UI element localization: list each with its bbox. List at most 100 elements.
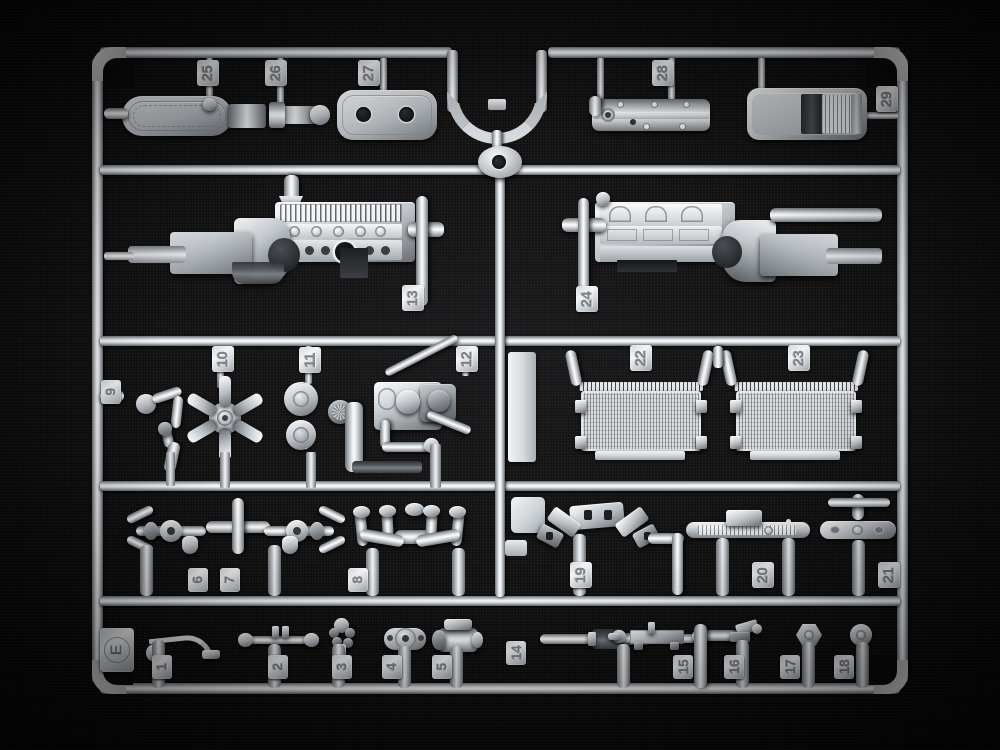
intake-manifold-part-28-inlet <box>589 96 601 116</box>
part-number-label-28: 28 <box>654 65 672 81</box>
part-number-label-16: 16 <box>725 659 742 675</box>
gate-9-foot <box>166 452 175 486</box>
sprue-y-branch-stem <box>713 346 723 368</box>
engine-right-flywheel <box>712 236 742 268</box>
gate-7-foot <box>268 545 281 596</box>
gate-8-foot-r <box>452 548 465 596</box>
part-number-label-5: 5 <box>433 663 450 671</box>
part-number-label-8: 8 <box>349 576 366 584</box>
sprue-letter-text: E <box>107 644 125 656</box>
part-number-tag-3: 3 <box>332 655 352 679</box>
part-number-tag-27: 27 <box>358 60 380 86</box>
part-number-label-14: 14 <box>507 645 524 661</box>
gate-12-foot <box>430 444 441 488</box>
part-number-tag-23: 23 <box>788 345 810 371</box>
linkage-part-19-post <box>672 533 683 595</box>
part-number-label-15: 15 <box>674 659 691 675</box>
gate-20-foot-l <box>716 538 729 596</box>
part-number-tag-16: 16 <box>724 655 744 679</box>
gate-20-foot-r <box>782 538 795 596</box>
sprue-outer-top-left <box>100 47 452 58</box>
valve-cover-part-27 <box>337 90 437 140</box>
part-number-label-24: 24 <box>578 291 596 307</box>
part-number-label-23: 23 <box>790 350 808 366</box>
part-number-label-11: 11 <box>301 352 319 368</box>
part-number-label-29: 29 <box>878 91 896 107</box>
runner-dark-segment-row3 <box>352 461 422 473</box>
part-number-label-10: 10 <box>214 351 232 367</box>
part-number-tag-4: 4 <box>382 655 402 679</box>
oil-pan-part-25-boss <box>203 98 216 111</box>
engine-left-side-panel <box>340 248 368 278</box>
part-number-label-22: 22 <box>632 350 650 366</box>
part-number-label-2: 2 <box>269 663 286 671</box>
part-number-tag-22: 22 <box>630 345 652 371</box>
part-number-tag-21: 21 <box>878 562 900 588</box>
part-number-tag-28: 28 <box>652 60 674 86</box>
radiator-left-part-22 <box>575 382 707 464</box>
flat-panel-tab <box>505 540 527 556</box>
engine-left-tailshaft <box>128 246 186 263</box>
sprue-letter-ring: E <box>104 637 130 663</box>
part-number-tag-10: 10 <box>212 346 234 372</box>
part-number-label-18: 18 <box>835 659 852 675</box>
part-number-tag-19: 19 <box>570 562 592 588</box>
part-number-tag-24: 24 <box>576 286 598 312</box>
carburetor-assembly-part-12 <box>366 333 476 472</box>
engine-left-output-shaft <box>104 252 134 260</box>
part-number-tag-14: 14 <box>506 641 526 665</box>
sprue-outer-bottom <box>100 683 900 694</box>
part-number-tag-12: 12 <box>456 346 478 372</box>
gate-21-foot <box>852 540 865 596</box>
sprue-divider-4 <box>100 596 900 606</box>
sprue-outer-left-rail <box>92 58 103 683</box>
part-number-label-27: 27 <box>360 65 378 81</box>
oil-pan-alt-part-29 <box>747 88 867 140</box>
part-number-tag-13: 13 <box>402 285 424 311</box>
small-fitting-part-26-cap <box>310 105 330 125</box>
sprue-letter-badge: E <box>100 628 134 672</box>
part-number-tag-5: 5 <box>432 655 452 679</box>
part-number-label-1: 1 <box>153 663 170 671</box>
oil-pan-part-25-neck <box>228 104 266 128</box>
part-number-label-9: 9 <box>102 388 119 396</box>
part-number-tag-15: 15 <box>673 655 693 679</box>
engine-right-tailshaft <box>826 248 882 264</box>
engine-right-accessory <box>596 192 610 206</box>
gate-18-foot <box>856 642 869 688</box>
part-number-label-12: 12 <box>458 351 476 367</box>
part-number-label-20: 20 <box>754 567 772 583</box>
part-number-tag-9: 9 <box>101 380 121 404</box>
part-number-tag-2: 2 <box>268 655 288 679</box>
sprue-outer-right-rail <box>897 58 908 683</box>
part-number-label-26: 26 <box>267 65 285 81</box>
part-number-tag-7: 7 <box>220 568 240 592</box>
cooling-fan-part-10 <box>185 376 265 460</box>
sprue-outer-top-right <box>548 47 900 58</box>
part-number-tag-1: 1 <box>152 655 172 679</box>
sprue-hub-hole <box>492 155 506 169</box>
part-number-label-3: 3 <box>333 663 350 671</box>
gate-17-foot <box>802 642 815 688</box>
part-number-label-21: 21 <box>880 567 898 583</box>
part-number-label-4: 4 <box>383 663 400 671</box>
intake-manifold-part-28 <box>592 99 710 131</box>
gate-10-foot <box>220 452 230 488</box>
oil-pan-part-25-spout <box>104 108 128 119</box>
part-number-label-7: 7 <box>221 576 238 584</box>
part-number-tag-17: 17 <box>780 655 800 679</box>
axle-crossbar-vertical <box>232 498 244 554</box>
part-number-tag-18: 18 <box>834 655 854 679</box>
radiator-right-part-23 <box>730 382 862 464</box>
gate-29-side <box>862 112 898 119</box>
part-number-tag-29: 29 <box>876 86 898 112</box>
part-number-tag-11: 11 <box>299 347 321 373</box>
engine-right-upper-pipe <box>770 208 882 222</box>
linkage-bracket-part-19 <box>535 500 661 556</box>
part-number-tag-26: 26 <box>265 60 287 86</box>
part-number-label-19: 19 <box>572 567 590 583</box>
small-fitting-part-26-barrel <box>269 102 285 128</box>
sprue-center-spine <box>495 165 505 597</box>
part-number-label-17: 17 <box>781 659 798 675</box>
sprue-corner-tl-cut <box>103 58 133 88</box>
